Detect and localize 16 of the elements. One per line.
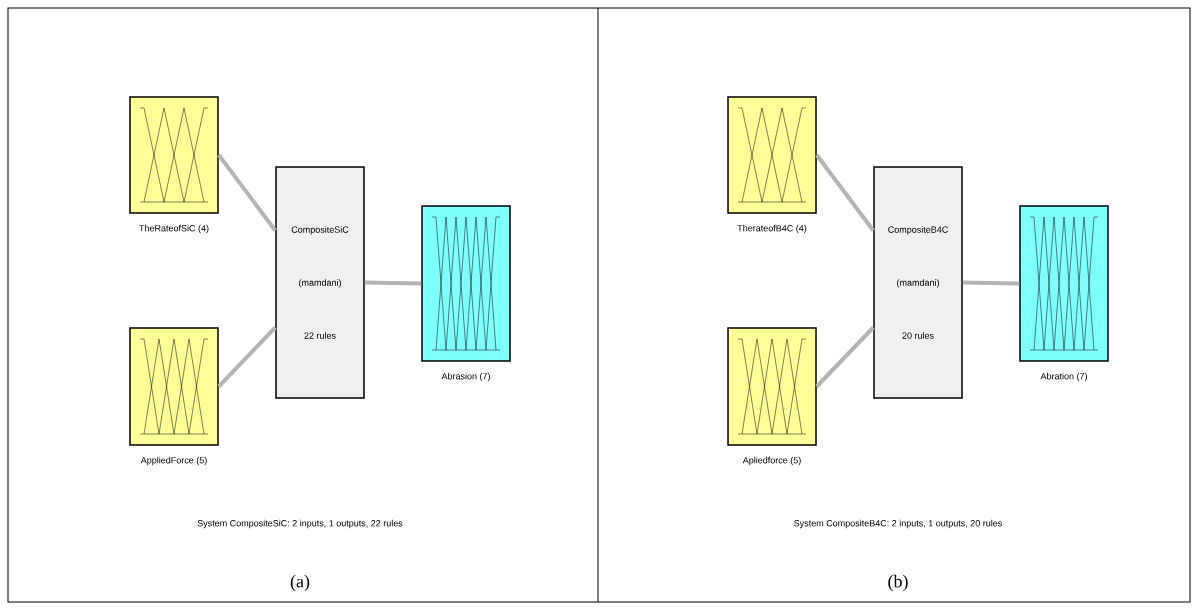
node-label: TherateofB4C (4)	[737, 224, 807, 234]
connector-line	[815, 153, 875, 232]
node-label: Abrasion (7)	[441, 372, 490, 382]
node-label: Apliedforce (5)	[742, 456, 801, 466]
connector-line	[217, 153, 277, 232]
system-summary: System CompositeB4C: 2 inputs, 1 outputs, 20 rules	[794, 519, 1002, 529]
panel-caption: (a)	[290, 574, 310, 592]
node-label: TheRateofSiC (4)	[139, 224, 209, 234]
connector-line	[364, 280, 422, 286]
node-label: Abration (7)	[1040, 372, 1087, 382]
connector-line	[962, 280, 1020, 286]
node-label: AppliedForce (5)	[140, 456, 207, 466]
system-summary: System CompositeSiC: 2 inputs, 1 outputs, 22 rules	[197, 519, 403, 529]
panel-caption: (b)	[888, 574, 908, 592]
connector-line	[217, 326, 277, 388]
connector-line	[815, 326, 875, 388]
